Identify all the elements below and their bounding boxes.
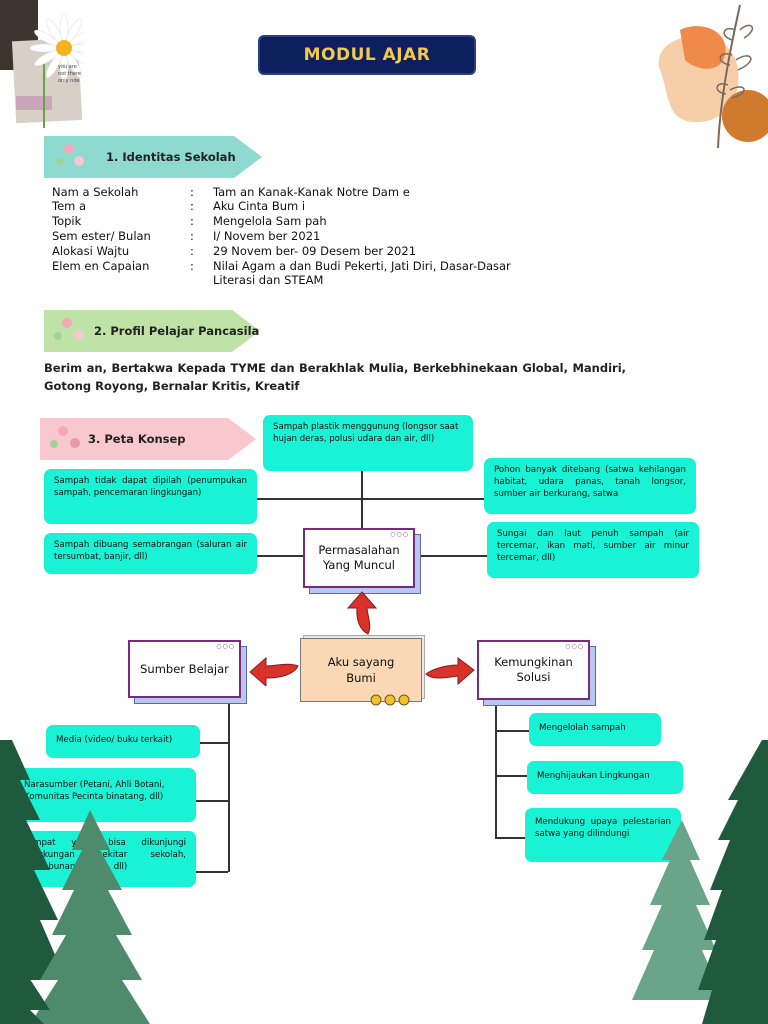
collage-decoration: you are not there only nde <box>0 0 99 128</box>
dots-icon: ○○○ <box>565 643 584 650</box>
dots-icon <box>370 694 410 706</box>
identity-colon: : <box>190 214 194 228</box>
flower-icon <box>56 158 64 166</box>
identity-value: Mengelola Sam pah <box>213 214 327 228</box>
connector-line <box>495 730 529 732</box>
connector-line <box>228 700 230 872</box>
connector-line <box>256 555 306 557</box>
identity-colon: : <box>190 259 194 273</box>
connector-line <box>495 837 525 839</box>
connector-line <box>361 470 363 530</box>
identity-colon: : <box>190 199 194 213</box>
leaf-decoration <box>640 0 768 150</box>
solusi-item-sampah: Mengelolah sampah <box>529 713 661 746</box>
solusi-item-hijau: Menghijaukan Lingkungan <box>527 761 683 794</box>
identity-value: Tam an Kanak-Kanak Notre Dam e <box>213 185 410 199</box>
identity-key: Nam a Sekolah <box>52 185 139 199</box>
identity-key: Topik <box>52 214 82 228</box>
sumber-node: Sumber Belajar ○○○ <box>128 640 247 704</box>
identity-colon: : <box>190 244 194 258</box>
identity-value: Aku Cinta Bum i <box>213 199 306 213</box>
solusi-item-satwa: Mendukung upaya pelestarian satwa yang d… <box>525 808 681 862</box>
flower-icon <box>62 318 72 328</box>
masalah-item-left-2: Sampah dibuang semabrangan (saluran air … <box>44 533 257 574</box>
masalah-item-left-1: Sampah tidak dapat dipilah (penumpukan s… <box>44 469 257 524</box>
page-title: MODUL AJAR <box>303 45 431 65</box>
collage-note-text: you are not there only nde <box>58 64 82 84</box>
flower-icon <box>58 426 68 436</box>
arrow-left-icon <box>249 656 299 686</box>
masalah-item-right-1: Pohon banyak ditebang (satwa kehilangan … <box>484 458 696 514</box>
solusi-node: Kemungkinan Solusi ○○○ <box>477 640 596 706</box>
identity-key: Alokasi Wajtu <box>52 244 130 258</box>
flower-icon <box>50 440 58 448</box>
section-banner-peta: 3. Peta Konsep <box>40 418 256 460</box>
identity-value: I/ Novem ber 2021 <box>213 229 321 243</box>
flower-icon <box>64 144 74 154</box>
section-title-profil: 2. Profil Pelajar Pancasila <box>94 324 260 338</box>
masalah-item-top: Sampah plastik menggunung (longsor saat … <box>263 415 473 471</box>
solusi-node-label: Kemungkinan Solusi <box>494 655 573 684</box>
pine-tree-icon <box>632 740 768 1024</box>
profil-pelajar-text: Berim an, Bertakwa Kepada TYME dan Berak… <box>44 361 626 393</box>
arrow-right-icon <box>425 657 475 686</box>
identity-colon: : <box>190 185 194 199</box>
dots-icon: ○○○ <box>216 643 235 650</box>
connector-line <box>495 704 497 838</box>
center-node-label: Aku sayang Bumi <box>327 655 395 685</box>
flower-icon <box>74 156 84 166</box>
section-banner-identitas: 1. Identitas Sekolah <box>44 136 262 178</box>
arrow-up-icon <box>346 591 378 635</box>
center-node: Aku sayang Bumi <box>300 635 425 706</box>
flower-icon <box>70 438 80 448</box>
sumber-item-media: Media (video/ buku terkait) <box>46 725 200 758</box>
flower-icon <box>74 330 84 340</box>
sumber-node-label: Sumber Belajar <box>140 661 229 676</box>
connector-line <box>256 498 486 500</box>
identity-key: Elem en Capaian <box>52 259 150 273</box>
connector-line <box>418 555 488 557</box>
pine-tree-icon <box>0 740 150 1024</box>
masalah-item-right-2: Sungai dan laut penuh sampah (air tercem… <box>487 522 699 578</box>
connector-line <box>196 871 228 873</box>
dots-icon: ○○○ <box>390 531 409 538</box>
identity-value: 29 Novem ber- 09 Desem ber 2021 <box>213 244 417 258</box>
connector-line <box>196 800 228 802</box>
identity-colon: : <box>190 229 194 243</box>
connector-line <box>495 775 527 777</box>
section-banner-profil: 2. Profil Pelajar Pancasila <box>44 310 260 352</box>
masalah-node-label: Permasalahan Yang Muncul <box>318 543 400 572</box>
identity-key: Tem a <box>52 199 87 213</box>
identity-key: Sem ester/ Bulan <box>52 229 151 243</box>
sumber-item-narasumber: Narasumber (Petani, Ahli Botani, Komunit… <box>14 768 196 822</box>
connector-line <box>200 742 228 744</box>
section-title-peta: 3. Peta Konsep <box>88 432 186 446</box>
identity-value: Nilai Agam a dan Budi Pekerti, Jati Diri… <box>213 259 511 287</box>
flower-icon <box>54 332 62 340</box>
section-title-identitas: 1. Identitas Sekolah <box>106 150 236 164</box>
masalah-node: Permasalahan Yang Muncul ○○○ <box>303 528 421 594</box>
title-banner: MODUL AJAR <box>258 35 476 75</box>
